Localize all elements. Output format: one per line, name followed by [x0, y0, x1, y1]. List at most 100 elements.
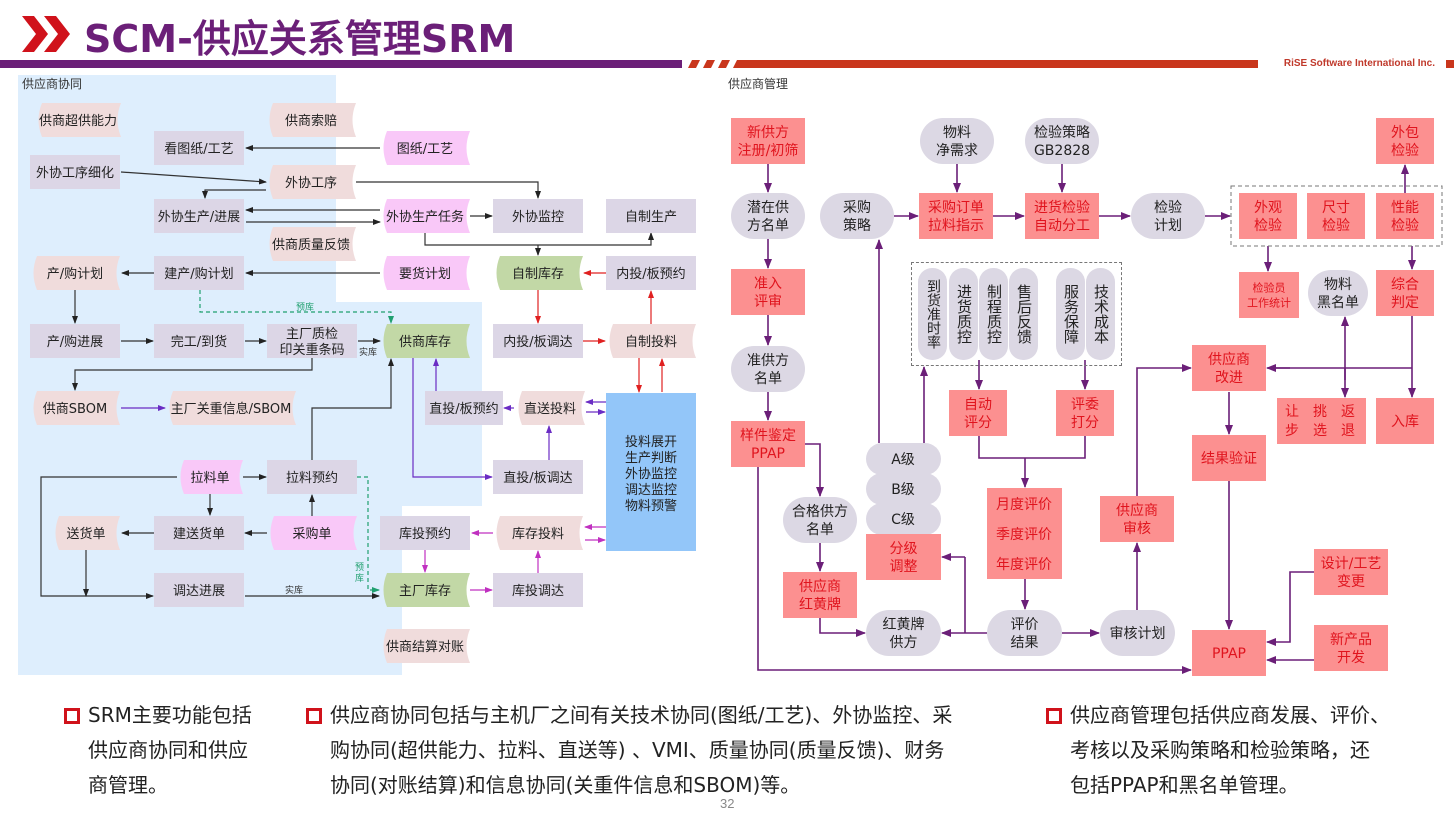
node-label: 投料展开	[625, 434, 677, 450]
disposition-picking: 挑	[1313, 404, 1327, 420]
disposition-return: 返	[1341, 404, 1355, 420]
node-label: 自制投料	[625, 334, 677, 350]
node-over-supply: 供商超供能力	[38, 103, 121, 137]
node-prod-plan: 产/购计划	[33, 256, 120, 290]
node-outsource-progress: 外协生产/进展	[154, 199, 244, 233]
node-label: PPAP	[751, 446, 785, 462]
node-label: 产/购计划	[47, 266, 103, 282]
node-label: 库投预约	[399, 526, 451, 542]
edge	[819, 618, 866, 637]
left-nodes: 供商超供能力供商索赔看图纸/工艺图纸/工艺外协工序细化外协工序外协生产/进展外协…	[30, 103, 696, 663]
node-label: 准供方	[747, 353, 789, 369]
edge	[1266, 571, 1314, 646]
node-label: 外包	[1391, 125, 1419, 141]
node-label: 检验	[1154, 200, 1182, 216]
node-label: 样件鉴定	[740, 428, 796, 444]
disposition-picking: 选	[1313, 423, 1327, 439]
node-direct-feed: 直送投料	[518, 391, 585, 425]
node-inner-reserve: 内投/板预约	[606, 256, 696, 290]
disposition-concession: 让	[1285, 404, 1299, 420]
edge	[40, 476, 177, 599]
node-label: 拉料预约	[286, 471, 338, 486]
node-label: 工作统计	[1247, 296, 1291, 309]
node-label: 新供方	[747, 125, 789, 141]
node-label: 检验员	[1253, 280, 1286, 294]
node-demand-plan: 要货计划	[383, 256, 470, 290]
node-outsource-proc: 外协工序	[269, 165, 356, 199]
evaluation-label: 季度评价	[996, 527, 1052, 543]
header-divider	[0, 60, 1454, 68]
node-settlement: 供商结算对账	[383, 629, 470, 663]
node-label: 自制库存	[512, 266, 564, 282]
node-label: 审核计划	[1110, 626, 1166, 642]
node-delivery-note: 送货单	[55, 516, 120, 550]
node-label: 变更	[1337, 574, 1365, 590]
node-label: 红黄牌	[883, 616, 925, 633]
criterion-label: 售后反馈	[1015, 284, 1033, 344]
node-outsource-monitor: 外协监控	[493, 199, 583, 233]
node-self-feed: 自制投料	[609, 324, 696, 358]
node-label: 外协监控	[625, 467, 677, 482]
node-label: 直投/板调达	[503, 470, 572, 486]
node-pick-list: 拉料单	[180, 460, 243, 494]
node-label: 供商索赔	[285, 114, 337, 129]
node-label: 供商SBOM	[43, 402, 107, 417]
bullet-line: 包括PPAP和黑名单管理。	[1070, 773, 1299, 797]
node-label: 采购单	[292, 526, 331, 542]
node-label: 内投/板调达	[503, 334, 572, 350]
node-purchase-order: 采购单	[270, 516, 357, 550]
node-stock-reserve: 库投预约	[380, 516, 470, 550]
node-label: 供方	[890, 635, 918, 651]
node-label: 外协生产任务	[386, 209, 464, 225]
node-purchase-strategy: 采购策略	[820, 193, 894, 239]
node-label: 完工/到货	[171, 334, 227, 350]
node-label: 合格供方	[792, 504, 848, 520]
node-label: 拉料指示	[928, 218, 984, 234]
node-label: 物料	[1324, 277, 1352, 293]
node-audit-plan: 审核计划	[1100, 610, 1175, 656]
node-label: 性能	[1391, 200, 1419, 216]
node-drawing: 图纸/工艺	[383, 131, 470, 165]
node-label: 物料	[943, 125, 971, 141]
node-label: 主厂库存	[399, 583, 451, 599]
node-label: 红黄牌	[799, 596, 841, 613]
node-label: 检验策略	[1034, 124, 1090, 141]
node-label: 供商质量反馈	[272, 238, 350, 253]
node-label: 新产品	[1330, 632, 1372, 648]
evaluation-criteria-group	[911, 262, 1122, 366]
node-label: 自制生产	[625, 210, 677, 225]
bullet-line: 考核以及采购策略和检验策略，还	[1070, 738, 1370, 762]
bullet-line: 协同(对账结算)和信息协同(关重件信息和SBOM)等。	[330, 773, 801, 797]
edge	[1136, 364, 1192, 496]
node-label: 评分	[964, 415, 992, 431]
criterion-label: 进货质控	[955, 284, 973, 344]
node-label: 拉料单	[190, 471, 229, 486]
node-label: 结果验证	[1201, 451, 1257, 467]
node-label: 计划	[1154, 218, 1182, 234]
grade-label: B级	[891, 482, 915, 498]
evaluation-label: 月度评价	[996, 497, 1052, 513]
node-label: 打分	[1071, 414, 1099, 431]
edge-label: 预	[355, 562, 364, 573]
node-label: 物料预警	[625, 498, 677, 514]
page-title: SCM-供应关系管理SRM	[84, 17, 516, 61]
node-finish-arrive: 完工/到货	[154, 324, 244, 358]
node-outsource-task: 外协生产任务	[383, 199, 470, 233]
node-label: 外协监控	[512, 210, 564, 225]
node-label: 方名单	[747, 218, 789, 234]
double-chevron-icon	[22, 16, 70, 52]
edge	[356, 181, 541, 199]
node-self-stock: 自制库存	[496, 256, 583, 290]
